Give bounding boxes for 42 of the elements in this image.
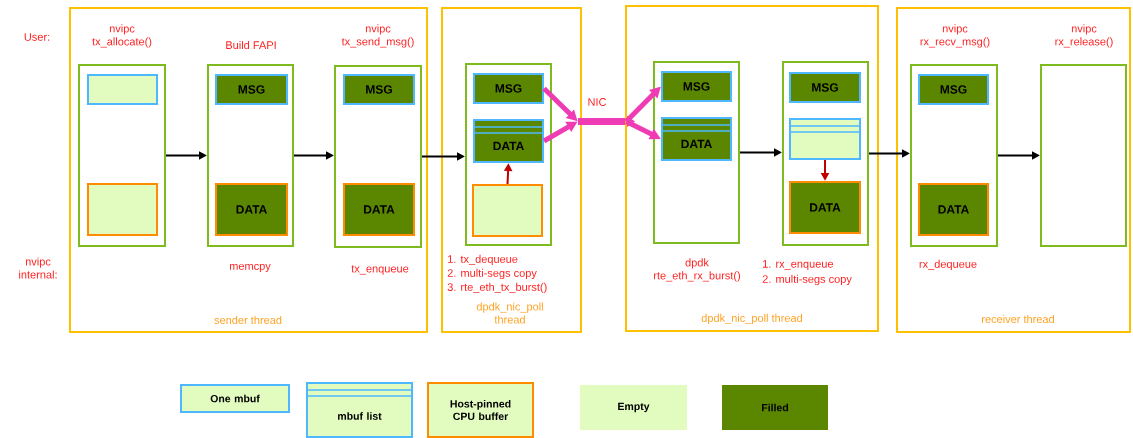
data-block: DATA bbox=[918, 183, 989, 236]
row-label: User: bbox=[24, 33, 50, 41]
message-block: MSG bbox=[789, 72, 861, 103]
legend-label: mbuf list bbox=[338, 412, 382, 420]
function-label: nvipc rx_recv_msg() bbox=[920, 24, 990, 48]
message-block: MSG bbox=[918, 74, 989, 105]
data-block: DATA bbox=[343, 183, 415, 236]
step-label: 2. multi-segs copy bbox=[762, 274, 852, 286]
row-label: nvipc internal: bbox=[19, 257, 57, 279]
message-block: MSG bbox=[343, 74, 415, 105]
thread-label: dpdk_nic_poll thread bbox=[476, 302, 543, 324]
legend-label: Filled bbox=[762, 403, 789, 412]
thread-label: sender thread bbox=[214, 315, 282, 325]
function-label: memcpy bbox=[229, 263, 271, 273]
legend-label: One mbuf bbox=[210, 394, 260, 403]
legend-label: Empty bbox=[618, 402, 650, 413]
cpu-buffer-box bbox=[87, 183, 158, 236]
function-label: nvipc tx_send_msg() bbox=[341, 24, 414, 48]
thread-label: receiver thread bbox=[982, 314, 1054, 324]
legend-label: Host-pinned CPU buffer bbox=[450, 399, 511, 421]
function-label: nvipc rx_release() bbox=[1055, 24, 1113, 48]
mbuf-box bbox=[87, 74, 158, 105]
cpu-buffer-box bbox=[472, 184, 543, 237]
nic-label: NIC bbox=[588, 98, 607, 106]
function-label: Build FAPI bbox=[226, 40, 276, 50]
step-label: 2. multi-segs copy bbox=[447, 268, 537, 280]
data-block: DATA bbox=[661, 117, 732, 161]
function-label: tx_enqueue bbox=[351, 265, 409, 275]
function-label: nvipc tx_allocate() bbox=[92, 24, 152, 48]
step-label: 1. rx_enqueue bbox=[763, 260, 834, 270]
step-label: 1. tx_dequeue bbox=[448, 254, 518, 266]
data-block: DATA bbox=[215, 183, 288, 236]
message-block: MSG bbox=[215, 74, 288, 105]
function-label: rx_dequeue bbox=[919, 259, 977, 271]
thread-label: dpdk_nic_poll thread bbox=[701, 313, 802, 325]
message-block: MSG bbox=[661, 71, 732, 102]
data-block: DATA bbox=[789, 181, 861, 234]
mbuf-list-box bbox=[789, 118, 861, 160]
function-label: dpdk rte_eth_rx_burst() bbox=[654, 258, 740, 282]
step-label: 3. rte_eth_tx_burst() bbox=[447, 282, 547, 294]
data-block: DATA bbox=[473, 119, 544, 163]
message-block: MSG bbox=[473, 73, 544, 104]
